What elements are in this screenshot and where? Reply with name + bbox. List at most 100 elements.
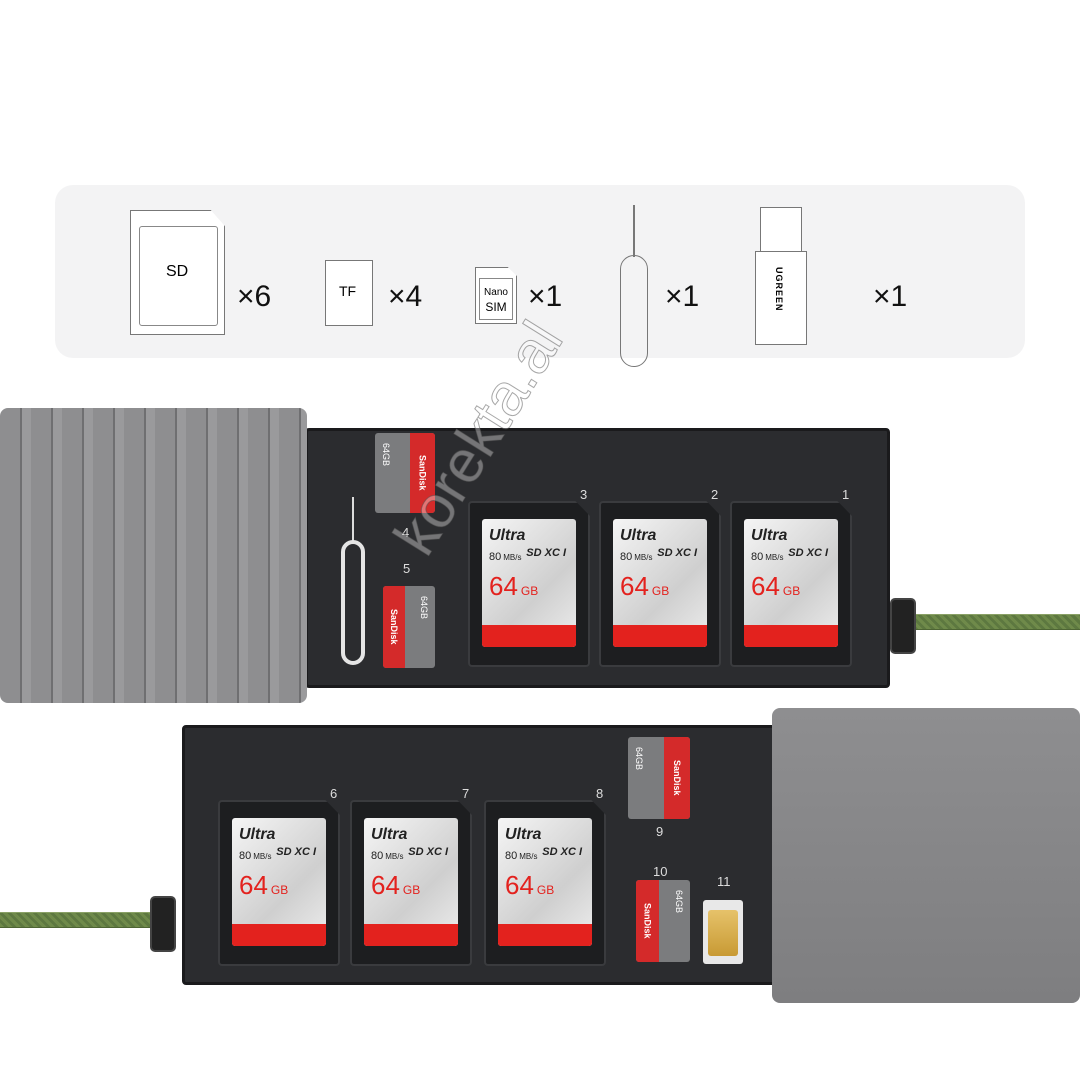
micro-slot-number: 9 (656, 824, 664, 839)
micro-sd-capacity: 64GB (634, 747, 644, 771)
sdxc-logo: SD XC I (542, 846, 582, 858)
sd-capacity-value: 64 (620, 571, 649, 601)
slot-number: 2 (711, 487, 719, 502)
usb-qty: ×1 (873, 280, 908, 313)
sd-speed-unit: MB/s (765, 553, 784, 562)
slot-number: 1 (842, 487, 850, 502)
sd-speed-unit: MB/s (253, 852, 272, 861)
sd-speed-unit: MB/s (519, 852, 538, 861)
sd-capacity-value: 64 (505, 870, 534, 900)
sd-speed-value: 80 (489, 551, 502, 563)
nano-sim-icon: Nano SIM (475, 267, 517, 324)
cable-lower (0, 912, 160, 928)
sd-capacity-unit: GB (782, 584, 801, 598)
cable-connector-lower (150, 896, 176, 952)
nano-label: Nano (484, 287, 508, 298)
sd-series: Ultra (371, 826, 408, 843)
sd-capacity-value: 64 (239, 870, 268, 900)
sd-speed-value: 80 (505, 850, 518, 862)
slot-number: 7 (462, 786, 470, 801)
sd-series: Ultra (239, 826, 276, 843)
sim-label: SIM (485, 300, 507, 314)
sd-capacity-value: 64 (489, 571, 518, 601)
micro-sd-brand-band: SanDisk (636, 880, 659, 962)
cable-upper (910, 614, 1080, 630)
sd-speed-unit: MB/s (385, 852, 404, 861)
lid-lower (772, 708, 1080, 1003)
sd-red-band (364, 924, 458, 946)
micro-slot-number: 4 (402, 525, 410, 540)
sd-card-icon: SD (130, 210, 225, 335)
sim-chip (708, 910, 738, 956)
sim-pin (341, 497, 365, 677)
sd-capacity-unit: GB (536, 883, 555, 897)
micro-sd-brand-band: SanDisk (383, 586, 405, 668)
sd-series: Ultra (489, 527, 526, 544)
sd-label: SD (166, 263, 189, 280)
sd-speed-value: 80 (371, 850, 384, 862)
tf-card-icon: TF (325, 260, 373, 326)
usb-brand: UGREEN (774, 267, 784, 312)
nano-sim-card (703, 900, 743, 964)
sd-capacity-unit: GB (651, 584, 670, 598)
sd-red-band (498, 924, 592, 946)
sd-red-band (613, 625, 707, 647)
sd-qty: ×6 (237, 280, 272, 313)
sd-speed-value: 80 (751, 551, 764, 563)
contents-panel: SD ×6 TF ×4 Nano SIM ×1 ×1 UGREEN ×1 (55, 185, 1025, 367)
sd-series: Ultra (505, 826, 542, 843)
sdxc-logo: SD XC I (788, 547, 828, 559)
tf-label: TF (339, 283, 357, 299)
usb-reader-icon: UGREEN (755, 207, 807, 345)
sim-pin-qty: ×1 (665, 280, 700, 313)
micro-sd-card: SanDisk 64GB (383, 586, 435, 668)
sim-slot-number: 11 (717, 874, 731, 889)
sd-red-band (744, 625, 838, 647)
slot-number: 8 (596, 786, 604, 801)
micro-slot-number: 10 (653, 864, 668, 879)
micro-sd-brand-band: SanDisk (409, 433, 435, 513)
sd-capacity-unit: GB (402, 883, 421, 897)
sd-speed-value: 80 (239, 850, 252, 862)
sd-capacity-value: 64 (751, 571, 780, 601)
sd-red-band (482, 625, 576, 647)
slot-number: 3 (580, 487, 588, 502)
sd-red-band (232, 924, 326, 946)
lid-upper (0, 408, 307, 703)
nano-sim-qty: ×1 (528, 280, 563, 313)
sd-speed-value: 80 (620, 551, 633, 563)
micro-sd-capacity: 64GB (419, 596, 429, 620)
sd-series: Ultra (620, 527, 657, 544)
sdxc-logo: SD XC I (657, 547, 697, 559)
sd-capacity-unit: GB (520, 584, 539, 598)
cable-connector-upper (890, 598, 916, 654)
tf-qty: ×4 (388, 280, 423, 313)
